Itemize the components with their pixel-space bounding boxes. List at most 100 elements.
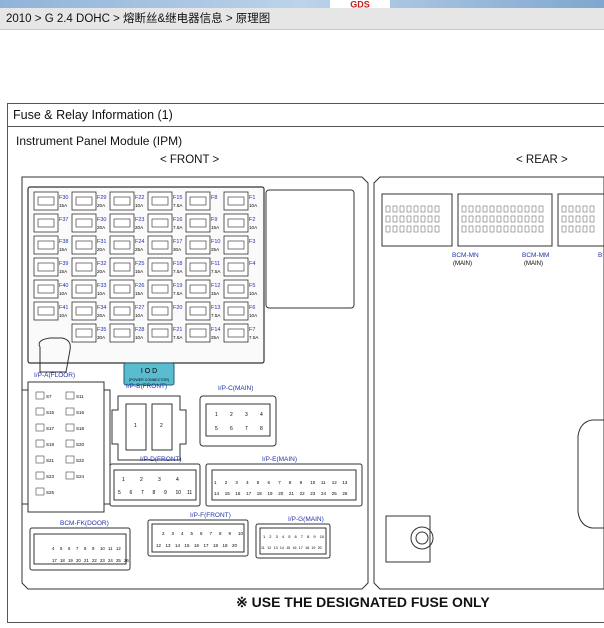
svg-text:15A: 15A xyxy=(211,291,220,296)
svg-text:25A: 25A xyxy=(135,247,144,252)
svg-text:F21: F21 xyxy=(173,327,182,333)
svg-text:F5: F5 xyxy=(249,283,255,289)
bcm-mn-connector xyxy=(381,193,453,247)
module-title: Instrument Panel Module (IPM) xyxy=(16,134,183,148)
ip-a-pin: S21 xyxy=(46,458,55,463)
ip-e-connector xyxy=(205,463,363,507)
ipe-pins-pin: 25 xyxy=(332,491,338,496)
ipc-pins-pin: 2 xyxy=(230,412,233,418)
front-label: < FRONT > xyxy=(160,154,220,166)
svg-text:7.5A: 7.5A xyxy=(173,203,183,208)
ipg-pins-pin: 1 xyxy=(263,534,266,539)
fuse-40: F7 7.5A xyxy=(223,323,259,343)
ip-g-label: I/P-G(MAIN) xyxy=(288,516,324,523)
svg-text:7.5A: 7.5A xyxy=(249,335,259,340)
ipe-pins-pin: 23 xyxy=(310,491,316,496)
fk-pins-pin: 26 xyxy=(124,558,129,563)
fuse-6: F37 xyxy=(33,213,68,233)
svg-text:F22: F22 xyxy=(135,195,144,201)
ip-a-pin: S25 xyxy=(46,490,55,495)
ip-b-label: I/P-B(FRONT) xyxy=(126,383,167,390)
ipe-pins-pin: 22 xyxy=(300,491,306,496)
ipe-pins-pin: 20 xyxy=(278,491,284,496)
ip-f-label: I/P-F(FRONT) xyxy=(190,512,231,519)
ipe-pins-pin: 9 xyxy=(300,480,303,485)
ipd-pins-pin: 6 xyxy=(130,490,133,496)
ipd-pins-pin: 4 xyxy=(176,477,179,483)
bcm-fk-label: BCM-FK(DOOR) xyxy=(60,520,109,527)
ipe-pins-pin: 26 xyxy=(342,491,348,496)
ipf-pins-pin: 6 xyxy=(200,531,203,536)
ipf-pins-pin: 10 xyxy=(238,531,244,536)
breadcrumb[interactable]: 2010 > G 2.4 DOHC > 熔断丝&继电器信息 > 原理图 xyxy=(0,8,604,30)
svg-text:15A: 15A xyxy=(59,247,68,252)
ipf-pins-pin: 12 xyxy=(156,543,162,548)
ipd-pins-pin: 11 xyxy=(187,490,192,496)
svg-text:F14: F14 xyxy=(211,327,220,333)
svg-text:F7: F7 xyxy=(249,327,255,333)
svg-text:F29: F29 xyxy=(97,195,106,201)
fuse-33: F20 xyxy=(147,301,182,321)
svg-text:7.5A: 7.5A xyxy=(211,269,221,274)
ipf-pins-pin: 2 xyxy=(162,531,165,536)
ip-a-label: I/P-A(FLOOR) xyxy=(34,372,75,379)
svg-text:F9: F9 xyxy=(211,217,217,223)
svg-text:10A: 10A xyxy=(249,225,258,230)
ipd-pins-pin: 5 xyxy=(118,490,121,496)
ipd-pins-pin: 10 xyxy=(176,490,182,496)
ipe-pins-pin: 24 xyxy=(321,491,327,496)
svg-text:F10: F10 xyxy=(211,239,220,245)
svg-text:10A: 10A xyxy=(135,313,144,318)
svg-text:F37: F37 xyxy=(59,217,68,223)
ip-b-connector xyxy=(111,395,187,461)
svg-text:7.5A: 7.5A xyxy=(211,313,221,318)
fk-pins-pin: 22 xyxy=(92,558,97,563)
svg-text:F15: F15 xyxy=(173,195,182,201)
svg-text:15A: 15A xyxy=(59,269,68,274)
ipc-pins-pin: 1 xyxy=(215,412,218,418)
svg-text:15A: 15A xyxy=(59,203,68,208)
svg-text:F31: F31 xyxy=(97,239,106,245)
svg-text:F32: F32 xyxy=(97,261,106,267)
svg-text:F17: F17 xyxy=(173,239,182,245)
fk-pins-pin: 21 xyxy=(84,558,89,563)
svg-text:15A: 15A xyxy=(211,225,220,230)
svg-text:F28: F28 xyxy=(135,327,144,333)
fk-pins-pin: 4 xyxy=(52,546,55,551)
fk-pins-pin: 17 xyxy=(52,558,57,563)
ipd-pins-pin: 3 xyxy=(158,477,161,483)
ipg-pins-pin: 13 xyxy=(274,546,278,550)
svg-text:F23: F23 xyxy=(135,217,144,223)
rear-bracket xyxy=(577,419,604,529)
fk-pins-pin: 18 xyxy=(60,558,65,563)
ipg-pins-pin: 7 xyxy=(301,534,304,539)
ipd-pins-pin: 1 xyxy=(122,477,125,483)
ipg-pins-pin: 17 xyxy=(299,546,303,550)
ip-a-pin: S17 xyxy=(46,426,55,431)
svg-text:F2: F2 xyxy=(249,217,255,223)
bcm-mm-label: BCM-MM xyxy=(522,252,549,259)
svg-text:F16: F16 xyxy=(173,217,182,223)
svg-text:F11: F11 xyxy=(211,261,220,267)
ipg-pins-pin: 20 xyxy=(318,546,322,550)
ipg-pins-pin: 5 xyxy=(288,534,291,539)
svg-text:F24: F24 xyxy=(135,239,144,245)
